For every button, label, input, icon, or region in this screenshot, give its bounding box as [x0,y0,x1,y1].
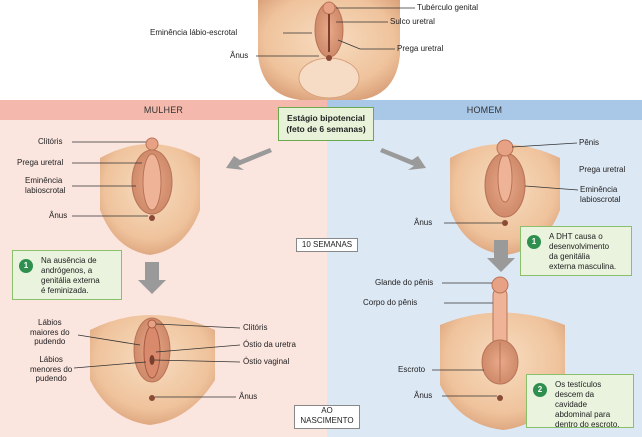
label-clitoris-10w: Clitóris [38,137,63,146]
note-male1-l2: desenvolvimento [549,242,610,251]
bipotential-figure [258,0,400,100]
label-eminencia-male: Eminência labioscrotal [580,185,620,204]
female-birth-figure [90,315,215,425]
note-female-number: 1 [19,259,33,273]
note-male2-l4: dentro do escroto. [555,420,620,429]
note-male-dht: 1 A DHT causa o desenvolvimento da genit… [520,226,632,276]
label-escroto: Escroto [398,365,426,374]
arrows [138,148,515,294]
labios-maiores-l3: pudendo [34,337,66,346]
note-male2-l1: Os testículos [555,380,602,389]
labios-menores-l1: Lábios [39,355,63,364]
label-labios-menores: Lábios menores do pudendo [30,355,72,384]
label-labios-maiores: Lábios maiores do pudendo [30,318,70,347]
note-male2-l2: descem da cavidade [555,390,595,409]
eminencia-female-l1: Eminência [25,176,63,185]
note-male1-number: 1 [527,235,541,249]
label-penis: Pênis [579,138,600,147]
eminencia-female-l2: labioscrotal [25,185,66,195]
label-eminencia-female: Eminência labioscrotal [25,176,65,195]
stage-10-weeks: 10 SEMANAS [296,238,358,252]
stage-birth: AO NASCIMENTO [294,405,360,429]
label-glande: Glande do pênis [375,278,434,287]
label-anus-female-birth: Ânus [239,392,258,401]
note-female-l4: é feminizada. [41,286,89,295]
label-anus-top: Ânus [230,51,249,60]
female-10-weeks-figure [100,137,200,255]
female-header: MULHER [0,100,327,120]
label-prega-uretral-female: Prega uretral [17,158,64,167]
note-male2-number: 2 [533,383,547,397]
labios-menores-l2: menores do [30,364,73,374]
male-header: HOMEM [327,100,642,120]
label-anus-female-10w: Ânus [49,211,68,220]
note-female-l3: genitália externa [41,276,100,285]
stage-birth-l2: NASCIMENTO [300,416,354,425]
bipotential-line1: Estágio bipotencial [287,113,365,123]
label-anus-male-birth: Ânus [414,391,433,400]
label-corpo: Corpo do pênis [363,298,418,307]
note-female-l1: Na ausência de [41,256,97,265]
leader-lines [72,7,579,398]
bipotential-line2: (feto de 6 semanas) [286,124,366,134]
labios-maiores-l1: Lábios [38,318,62,327]
label-prega-uretral-male: Prega uretral [579,165,626,174]
label-ostio-uretra: Óstio da uretra [243,340,296,349]
label-eminencia-labio-escrotal: Eminência lábio-escrotal [150,28,238,37]
label-tuberculo-genital: Tubérculo genital [417,3,479,12]
eminencia-male-l2: labioscrotal [580,194,621,204]
note-female-l2: andrógenos, a [41,266,93,275]
eminencia-male-l1: Eminência [580,185,618,194]
label-clitoris-birth: Clitóris [243,323,268,332]
label-anus-male-10w: Ânus [414,218,433,227]
label-prega-uretral-top: Prega uretral [397,44,444,53]
bipotential-stage-box: Estágio bipotencial (feto de 6 semanas) [278,107,374,141]
label-ostio-vaginal: Óstio vaginal [243,357,290,366]
labios-menores-l3: pudendo [35,374,67,383]
labios-maiores-l2: maiores do [30,327,70,337]
note-male2-l3: abdominal para [555,410,611,419]
note-female-feminized: 1 Na ausência de andrógenos, a genitália… [12,250,122,300]
note-male1-l4: externa masculina. [549,262,617,271]
label-sulco-uretral: Sulco uretral [390,17,435,26]
note-male1-l3: da genitália [549,252,590,261]
stage-birth-l1: AO [321,406,333,415]
note-male-testes: 2 Os testículos descem da cavidade abdom… [526,374,634,429]
note-male1-l1: A DHT causa o [549,232,603,241]
